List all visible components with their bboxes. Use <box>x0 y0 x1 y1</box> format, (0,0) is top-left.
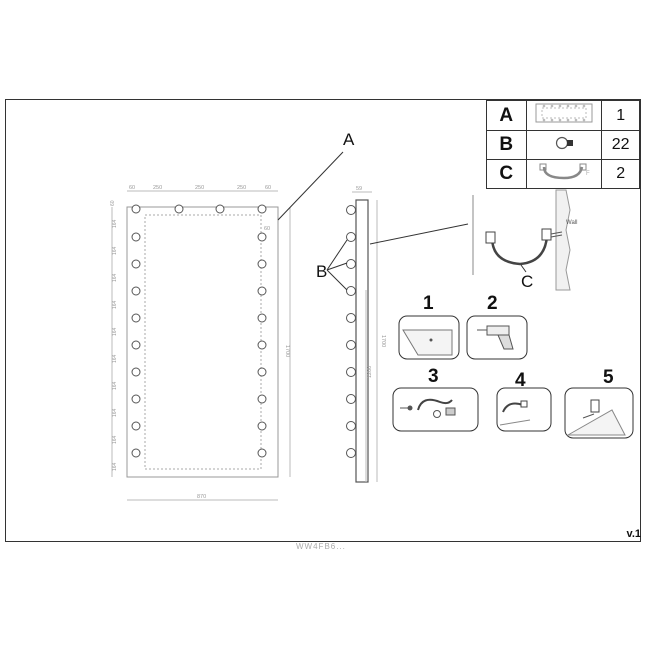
dim-side-height: 1700 <box>380 335 386 347</box>
dim-side-7: 164 <box>112 354 118 363</box>
part-quantity: 22 <box>601 130 640 160</box>
parts-row-b: B 22 <box>486 130 640 160</box>
bracket-icon: F <box>525 159 603 189</box>
version-label: v.1 <box>626 528 641 540</box>
mirror-front-view <box>111 190 291 501</box>
part-letter: B <box>486 130 527 160</box>
mirror-side-view <box>346 191 378 483</box>
bulb-column-left <box>131 232 141 458</box>
dim-depth: 59 <box>356 186 362 192</box>
dim-top-4: 250 <box>237 185 246 191</box>
part-letter: A <box>486 100 527 131</box>
step-4-panel <box>496 387 552 432</box>
bracket-detail <box>472 189 571 291</box>
callout-a-label: A <box>343 130 355 149</box>
dim-side-10: 164 <box>112 435 118 444</box>
parts-row-a: A 1 <box>486 100 640 131</box>
bulb-icon <box>525 130 603 160</box>
dim-top-3: 250 <box>195 185 204 191</box>
part-letter: C <box>486 159 527 189</box>
dim-side-1: 60 <box>110 200 116 206</box>
dim-width: 870 <box>197 494 206 500</box>
dim-side-4: 164 <box>112 273 118 282</box>
dim-side-8: 164 <box>112 381 118 390</box>
wall-label: Wall <box>566 220 577 226</box>
step-2-panel <box>466 315 528 360</box>
dim-side-6: 164 <box>112 327 118 336</box>
step-2-number: 2 <box>487 293 498 314</box>
step-1-number: 1 <box>423 293 434 314</box>
step-4-number: 4 <box>515 370 526 391</box>
step-5-panel <box>564 387 634 439</box>
wall-section <box>555 189 571 291</box>
callout-c-label: C <box>521 272 534 291</box>
parts-row-c: C F 2 <box>486 159 640 189</box>
dim-top-1: 60 <box>129 185 135 191</box>
callout-b-label: B <box>316 262 328 281</box>
dim-top-5: 60 <box>265 185 271 191</box>
part-quantity: 1 <box>601 100 640 131</box>
dim-side-3: 164 <box>112 246 118 255</box>
dim-side-11: 164 <box>112 462 118 471</box>
mirror-icon <box>525 100 603 131</box>
dim-side-2: 164 <box>112 219 118 228</box>
svg-text:F: F <box>586 171 590 177</box>
dim-inner: 60 <box>264 226 270 232</box>
step-3-number: 3 <box>428 366 439 387</box>
callout-a-leader <box>277 151 344 221</box>
dim-side-9: 164 <box>112 408 118 417</box>
dim-side-5: 164 <box>112 300 118 309</box>
instruction-sheet-frame <box>5 99 641 542</box>
step-3-panel <box>392 387 479 432</box>
dim-mount: 1200 <box>367 366 373 378</box>
parts-table: A 1 B 22 C <box>486 100 640 189</box>
dim-top-2: 250 <box>153 185 162 191</box>
dim-height: 1700 <box>284 345 290 357</box>
bulb-column-right <box>257 232 267 458</box>
bracket-detail-leader <box>369 223 469 245</box>
step-1-panel <box>398 315 460 360</box>
footer-code: WW4FB6... <box>296 542 346 551</box>
bulb-row-top <box>131 204 267 214</box>
part-quantity: 2 <box>601 159 640 189</box>
callout-b-leaders <box>326 239 348 291</box>
step-5-number: 5 <box>603 367 614 388</box>
